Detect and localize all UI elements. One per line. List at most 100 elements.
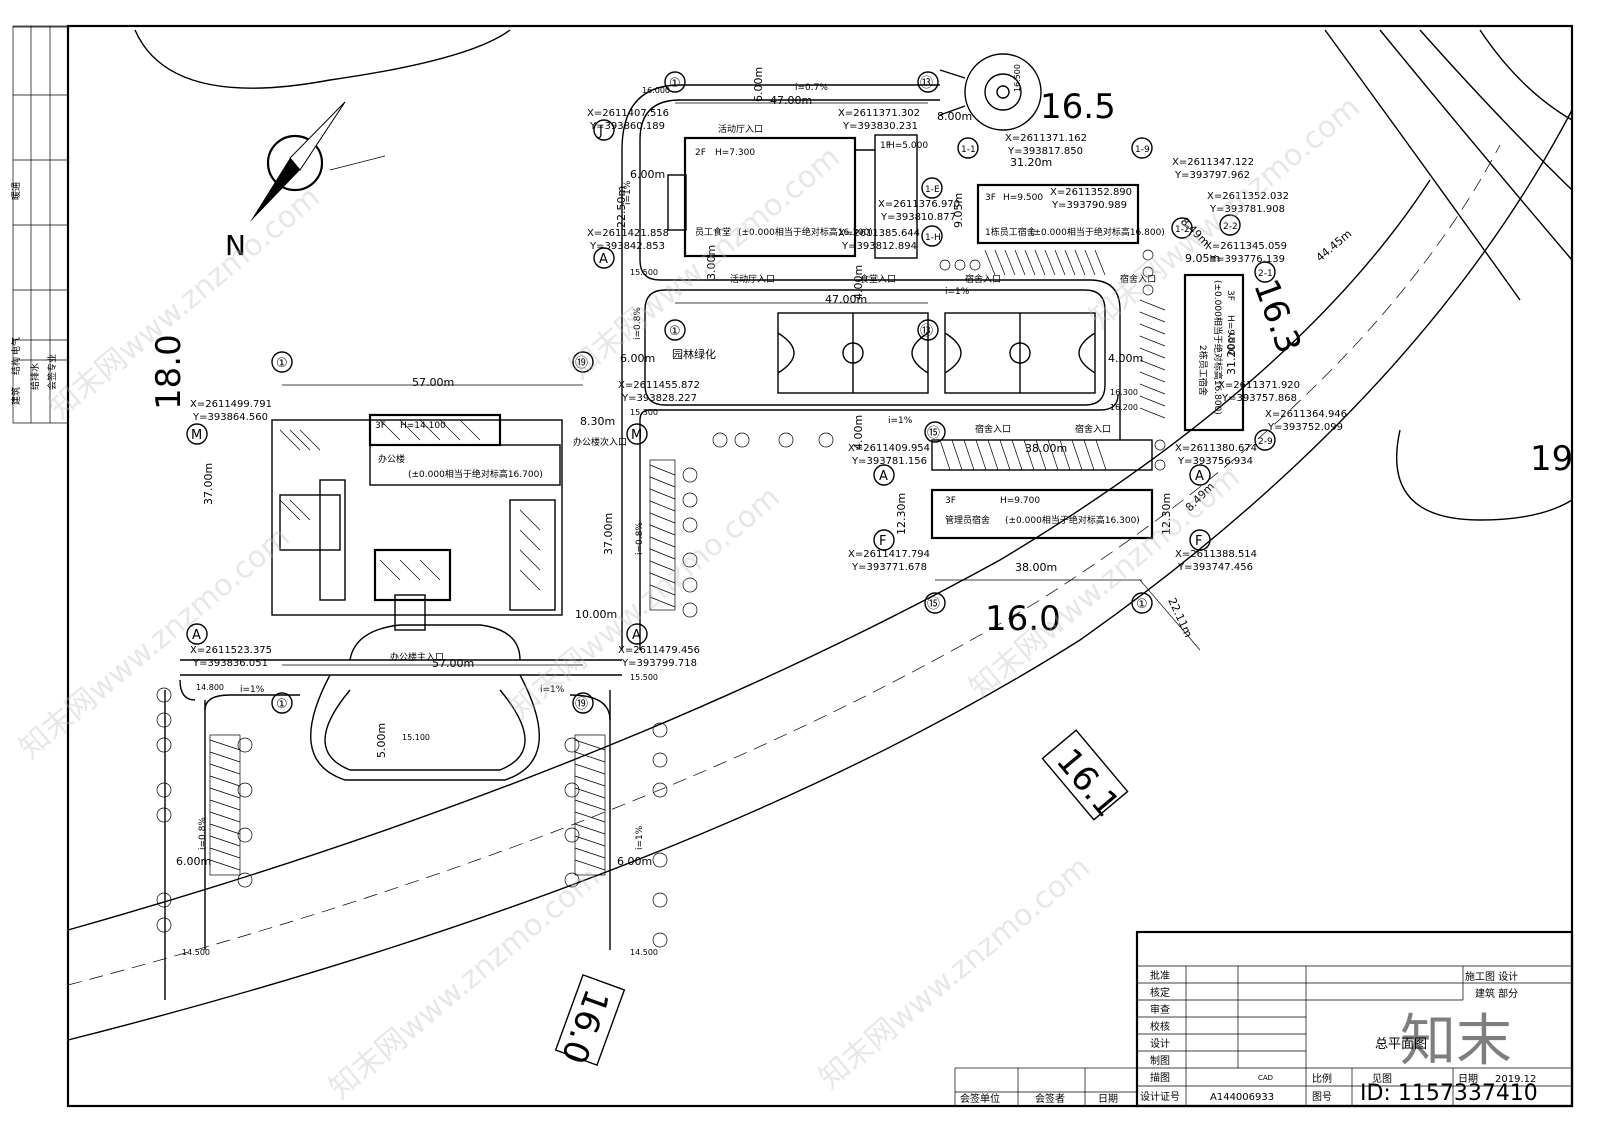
svg-text:暖通: 暖通 xyxy=(10,182,22,200)
svg-text:2-2: 2-2 xyxy=(1223,222,1238,232)
svg-text:16.300: 16.300 xyxy=(1110,388,1138,397)
spot-elevations: 16.000 16.500 15.500 15.300 14.800 15.50… xyxy=(182,64,1138,957)
svg-text:⑮: ⑮ xyxy=(927,597,940,612)
svg-text:M: M xyxy=(631,428,642,443)
svg-text:57.00m: 57.00m xyxy=(412,376,454,389)
svg-text:H=9.700: H=9.700 xyxy=(1000,496,1040,506)
svg-text:活动厅入口: 活动厅入口 xyxy=(718,123,763,135)
svg-text:食堂入口: 食堂入口 xyxy=(860,273,896,285)
svg-text:办公楼主入口: 办公楼主入口 xyxy=(390,651,444,663)
svg-text:管理员宿舍: 管理员宿舍 xyxy=(945,514,990,526)
garden-label: 园林绿化 xyxy=(672,347,716,361)
svg-text:4.00m: 4.00m xyxy=(852,265,865,300)
svg-text:X=2611523.375: X=2611523.375 xyxy=(190,645,272,656)
svg-text:图号: 图号 xyxy=(1312,1091,1332,1103)
roundabout xyxy=(939,53,1042,131)
svg-text:3F: 3F xyxy=(375,421,386,431)
svg-text:会签者: 会签者 xyxy=(1035,1092,1065,1105)
svg-text:37.00m: 37.00m xyxy=(202,463,215,505)
svg-text:X=2611479.456: X=2611479.456 xyxy=(618,645,700,656)
svg-text:2栋员工宿舍: 2栋员工宿舍 xyxy=(1197,345,1209,396)
svg-text:16.1: 16.1 xyxy=(1048,741,1127,825)
elev-18-0: 18.0 xyxy=(149,334,189,410)
svg-text:44.45m: 44.45m xyxy=(1314,227,1355,264)
svg-text:X=2611380.674: X=2611380.674 xyxy=(1175,443,1257,454)
svg-text:①: ① xyxy=(669,76,681,91)
svg-text:(±0.000相当于绝对标高16.300): (±0.000相当于绝对标高16.300) xyxy=(738,226,873,238)
svg-text:14.800: 14.800 xyxy=(196,683,224,692)
svg-text:F: F xyxy=(1195,534,1202,549)
svg-text:Y=393756.934: Y=393756.934 xyxy=(1177,456,1253,467)
office-building: 办公楼 (±0.000相当于绝对标高16.700) 3F H=14.100 xyxy=(271,413,563,631)
svg-text:16.000: 16.000 xyxy=(642,86,670,95)
internal-roads xyxy=(164,84,1121,1000)
svg-text:31.20m: 31.20m xyxy=(1010,156,1052,169)
svg-text:Y=393842.853: Y=393842.853 xyxy=(589,241,665,252)
landscape-arc xyxy=(134,29,511,89)
svg-text:9.05m: 9.05m xyxy=(952,193,965,228)
svg-text:6.00m: 6.00m xyxy=(620,352,655,365)
svg-text:H=5.000: H=5.000 xyxy=(888,141,928,151)
svg-text:i=1%: i=1% xyxy=(635,825,645,850)
svg-text:设计证号: 设计证号 xyxy=(1140,1090,1180,1103)
svg-text:i=1%: i=1% xyxy=(888,416,913,426)
svg-text:电气: 电气 xyxy=(10,337,22,355)
svg-text:2F: 2F xyxy=(695,148,706,158)
svg-text:i=1%: i=1% xyxy=(240,685,265,695)
manager-dorm-building: 3F H=9.700 管理员宿舍 (±0.000相当于绝对标高16.300) xyxy=(930,439,1154,540)
svg-text:知末网www.znzmo.com: 知末网www.znzmo.com xyxy=(1083,90,1367,336)
svg-text:X=2611417.794: X=2611417.794 xyxy=(848,549,930,560)
svg-text:建筑: 建筑 xyxy=(10,387,22,405)
slope-labels: i=0.7% i=1% i=0.8% i=1% i=1% i=1% i=1% i… xyxy=(198,83,970,850)
svg-text:14.500: 14.500 xyxy=(630,948,658,957)
svg-text:宿舍入口: 宿舍入口 xyxy=(975,423,1011,435)
svg-text:5.00m: 5.00m xyxy=(375,723,388,758)
svg-text:22.11m: 22.11m xyxy=(1165,596,1195,640)
side-table-labels: 暖通 建筑 结构 电气 给排水 会签专业 xyxy=(10,182,58,405)
svg-text:X=2611364.946: X=2611364.946 xyxy=(1265,409,1347,420)
svg-text:9.05m: 9.05m xyxy=(1185,252,1220,265)
svg-text:A: A xyxy=(1195,469,1204,484)
svg-text:1-1: 1-1 xyxy=(961,145,976,155)
svg-text:办公楼: 办公楼 xyxy=(378,453,405,465)
svg-text:22.50m: 22.50m xyxy=(615,186,628,228)
svg-text:①: ① xyxy=(276,356,288,371)
svg-text:Y=393752.099: Y=393752.099 xyxy=(1267,422,1343,433)
svg-text:i=0.8%: i=0.8% xyxy=(635,522,645,555)
svg-text:制图: 制图 xyxy=(1150,1054,1170,1067)
elev-16-5: 16.5 xyxy=(1040,87,1116,127)
svg-text:1栋员工宿舍: 1栋员工宿舍 xyxy=(985,226,1036,238)
side-signoff-table xyxy=(12,25,69,424)
dorm2-building: 2栋员工宿舍 (±0.000相当于绝对标高16.800) 3F H=9.500 xyxy=(1183,273,1245,432)
svg-text:⑲: ⑲ xyxy=(575,356,588,371)
svg-text:6.00m: 6.00m xyxy=(617,855,652,868)
svg-text:X=2611371.162: X=2611371.162 xyxy=(1005,133,1087,144)
svg-text:X=2611388.514: X=2611388.514 xyxy=(1175,549,1257,560)
svg-text:16.200: 16.200 xyxy=(1110,403,1138,412)
svg-text:14.500: 14.500 xyxy=(182,948,210,957)
svg-text:1-2: 1-2 xyxy=(1175,225,1190,235)
svg-text:X=2611407.516: X=2611407.516 xyxy=(587,108,669,119)
svg-text:4.00m: 4.00m xyxy=(1108,352,1143,365)
svg-text:8.00m: 8.00m xyxy=(937,110,972,123)
svg-text:M: M xyxy=(191,428,202,443)
svg-text:Y=393747.456: Y=393747.456 xyxy=(1177,562,1253,573)
svg-text:6.00m: 6.00m xyxy=(176,855,211,868)
svg-text:1-E: 1-E xyxy=(925,185,940,195)
canteen-building: 2F H=7.300 1F H=5.000 员工食堂 (±0.000相当于绝对标… xyxy=(667,134,928,259)
svg-text:给排水: 给排水 xyxy=(29,363,41,390)
svg-text:47.00m: 47.00m xyxy=(770,94,812,107)
svg-text:2019.12: 2019.12 xyxy=(1495,1074,1536,1085)
elev-16-0: 16.0 xyxy=(985,599,1061,639)
svg-text:Y=393776.139: Y=393776.139 xyxy=(1209,254,1285,265)
svg-text:i=0.8%: i=0.8% xyxy=(198,817,208,850)
axis-bubbles: ① ⑬ ① ⑬ J A ① ⑲ M M A A ① ⑲ ⑮ ⑮ ① A A F … xyxy=(186,71,1276,714)
svg-text:X=2611347.122: X=2611347.122 xyxy=(1172,157,1254,168)
parking-mid xyxy=(649,459,676,611)
svg-text:15.100: 15.100 xyxy=(402,733,430,742)
svg-text:H=9.500: H=9.500 xyxy=(1225,315,1235,355)
dorm1-building: 3F H=9.500 1栋员工宿舍 (±0.000相当于绝对标高16.800) xyxy=(976,183,1165,245)
svg-text:CAD: CAD xyxy=(1258,1074,1273,1082)
watermarks: 知末网www.znzmo.com 知末网www.znzmo.com 知末网www… xyxy=(13,90,1538,1106)
